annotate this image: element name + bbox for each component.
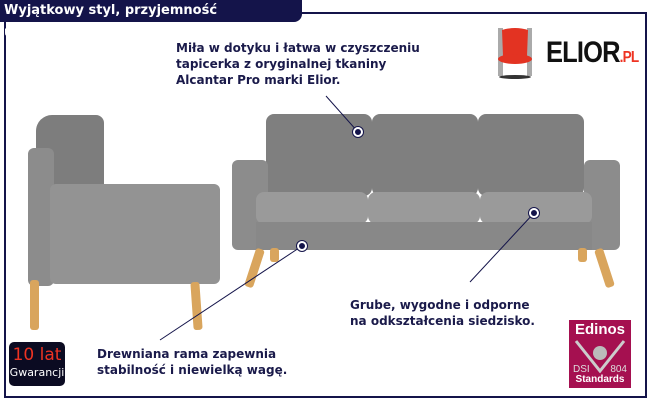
certificate-badge: Edinos DSI 804 Standards [569, 320, 631, 388]
certificate-bottom: Standards [575, 374, 625, 385]
note-line: stabilność i niewielką wagę. [97, 363, 288, 377]
note-line: Drewniana rama zapewnia [97, 347, 277, 361]
callout-dot [353, 127, 363, 137]
frame-line [300, 12, 647, 14]
frame-line [645, 12, 647, 398]
callout-dot [529, 208, 539, 218]
warranty-label: Gwarancji [9, 366, 65, 379]
logo-suffix: .PL [619, 49, 639, 66]
chair-logo-icon [498, 28, 532, 79]
warranty-years: 10 lat [12, 345, 62, 365]
certificate-right: 804 [610, 364, 627, 375]
note-frame: Drewniana rama zapewnia stabilność i niew… [97, 346, 287, 378]
note-line: tapicerka z oryginalnej tkaniny [176, 57, 387, 71]
logo-brand: ELIOR [546, 36, 621, 69]
warranty-badge: 10 lat Gwarancji [9, 342, 65, 386]
certificate-name: Edinos [574, 321, 625, 338]
frame-line [4, 396, 647, 398]
callout-dot [297, 241, 307, 251]
note-line: Alcantar Pro marki Elior. [176, 73, 341, 87]
note-line: na odkształcenia siedzisko. [350, 314, 535, 328]
note-upholstery: Miła w dotyku i łatwa w czyszczeniu tapic… [176, 40, 420, 88]
note-line: Miła w dotyku i łatwa w czyszczeniu [176, 41, 420, 55]
note-line: Grube, wygodne i odporne [350, 298, 530, 312]
note-seat: Grube, wygodne i odporne na odkształcenia… [350, 297, 535, 329]
frame-line [4, 14, 6, 398]
header-title: Wyjątkowy styl, przyjemność użytkowania! [0, 0, 302, 40]
certificate-left: DSI [573, 364, 590, 375]
certificate-emblem-icon [574, 340, 626, 373]
